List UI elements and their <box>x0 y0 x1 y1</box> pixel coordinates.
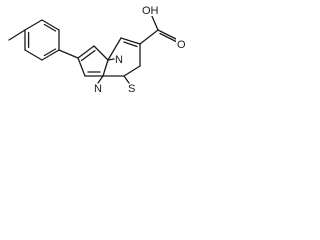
sulfur-label: S <box>128 83 135 95</box>
carbonyl-oxygen-label: O <box>177 39 186 51</box>
imidazole-ring <box>77 45 109 77</box>
aryl-link-bond <box>58 49 79 59</box>
bridgehead-nitrogen-label: N <box>115 54 123 66</box>
tolyl-ring <box>24 19 60 61</box>
thiazole-ring <box>102 37 141 77</box>
heteroatom-bonds <box>97 58 130 84</box>
chemical-structure-diagram: OH O N N S <box>8 3 187 95</box>
hydroxyl-label: OH <box>142 5 159 17</box>
imine-nitrogen-label: N <box>94 83 102 95</box>
carboxylic-acid-group <box>139 13 181 45</box>
methyl-group <box>8 29 26 41</box>
atom-labels: OH O N N S <box>93 3 187 95</box>
